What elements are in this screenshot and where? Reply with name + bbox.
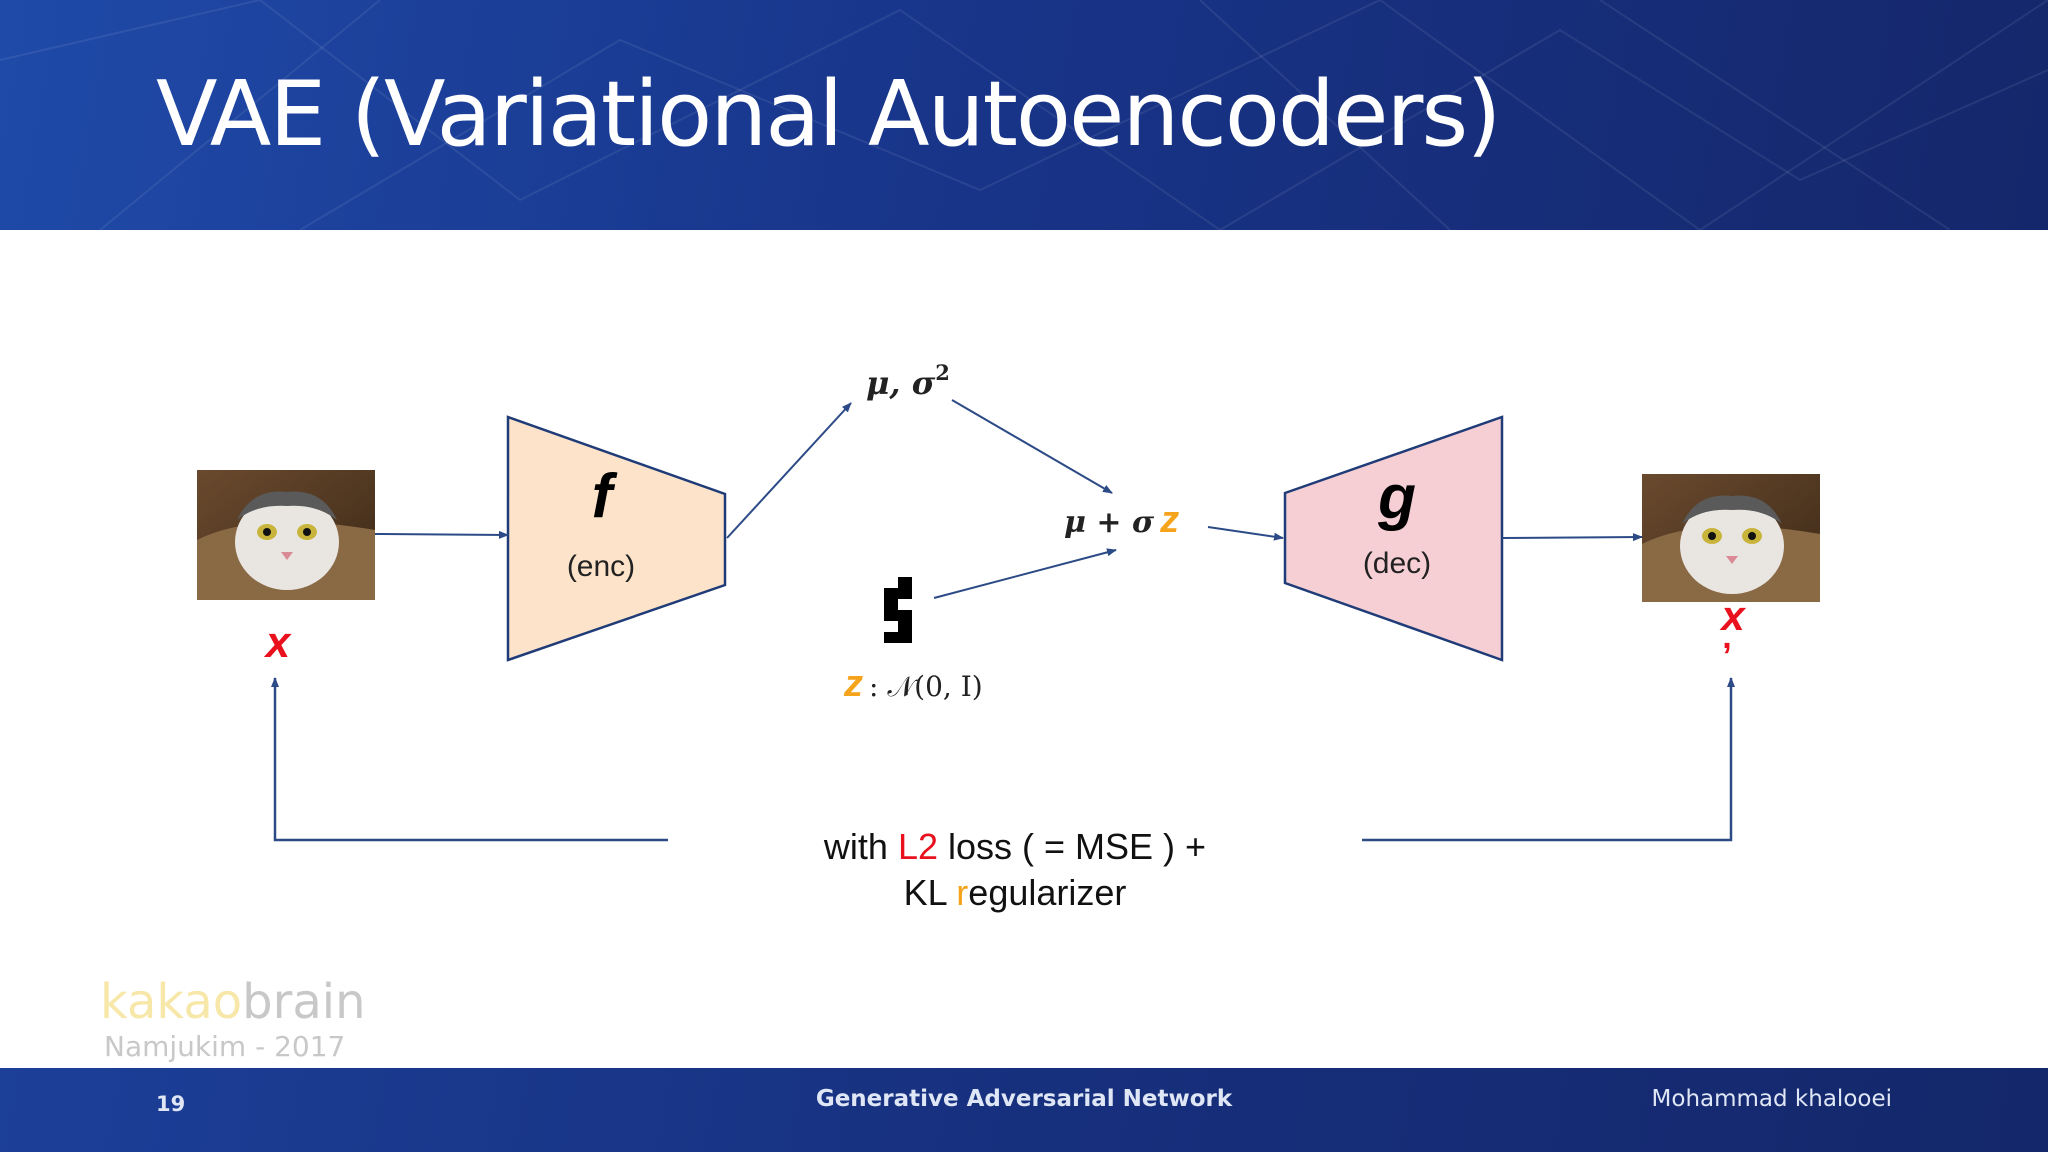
output-x-prime: , <box>1722 618 1731 656</box>
decoder-symbol: g <box>1377 463 1416 532</box>
arrow-input-to-encoder <box>374 530 509 539</box>
loss-line-right <box>1362 677 1735 842</box>
output-cat-image <box>1642 474 1820 602</box>
title-bar: VAE (Variational Autoencoders) <box>0 0 2048 230</box>
loss-line-left <box>271 677 668 842</box>
noise-sample-icon <box>884 577 912 643</box>
output-x-label: x <box>1719 592 1746 639</box>
encoder-label: (enc) <box>567 550 635 583</box>
kakaobrain-logo: kakaobrain <box>100 974 366 1030</box>
loss-caption-line2: KL regularizer <box>904 872 1127 913</box>
header-pattern <box>0 0 2048 230</box>
slide-title: VAE (Variational Autoencoders) <box>156 62 1501 167</box>
params-exponent: 2 <box>935 360 950 385</box>
arrow-params-to-reparam <box>951 399 1113 494</box>
input-cat-image <box>197 470 375 600</box>
arrow-reparam-to-decoder <box>1207 526 1284 541</box>
noise-z: z <box>843 663 863 705</box>
noise-distribution: z: 𝒩(0, I) <box>843 663 983 705</box>
arrow-decoder-to-output <box>1501 533 1643 542</box>
footer-title: Generative Adversarial Network <box>815 1086 1233 1112</box>
arrow-noise-to-reparam <box>933 548 1117 599</box>
decoder-label: (dec) <box>1363 547 1431 580</box>
footer-author: Mohammad khalooei <box>1651 1086 1892 1112</box>
page-number: 19 <box>156 1092 186 1116</box>
input-x-label: x <box>264 618 292 667</box>
arrow-encoder-to-params <box>726 402 852 539</box>
encoder-block <box>506 415 727 662</box>
decoder-block <box>1283 415 1504 662</box>
params-mu-sigma: μ, σ2 <box>866 360 950 402</box>
loss-caption-line1: with L2 loss ( = MSE ) + <box>823 826 1206 867</box>
reparam-z: z <box>1159 499 1179 541</box>
author-credit: Namjukim - 2017 <box>104 1030 346 1063</box>
footer-bar: 19 Generative Adversarial Network Mohamm… <box>0 1068 2048 1152</box>
